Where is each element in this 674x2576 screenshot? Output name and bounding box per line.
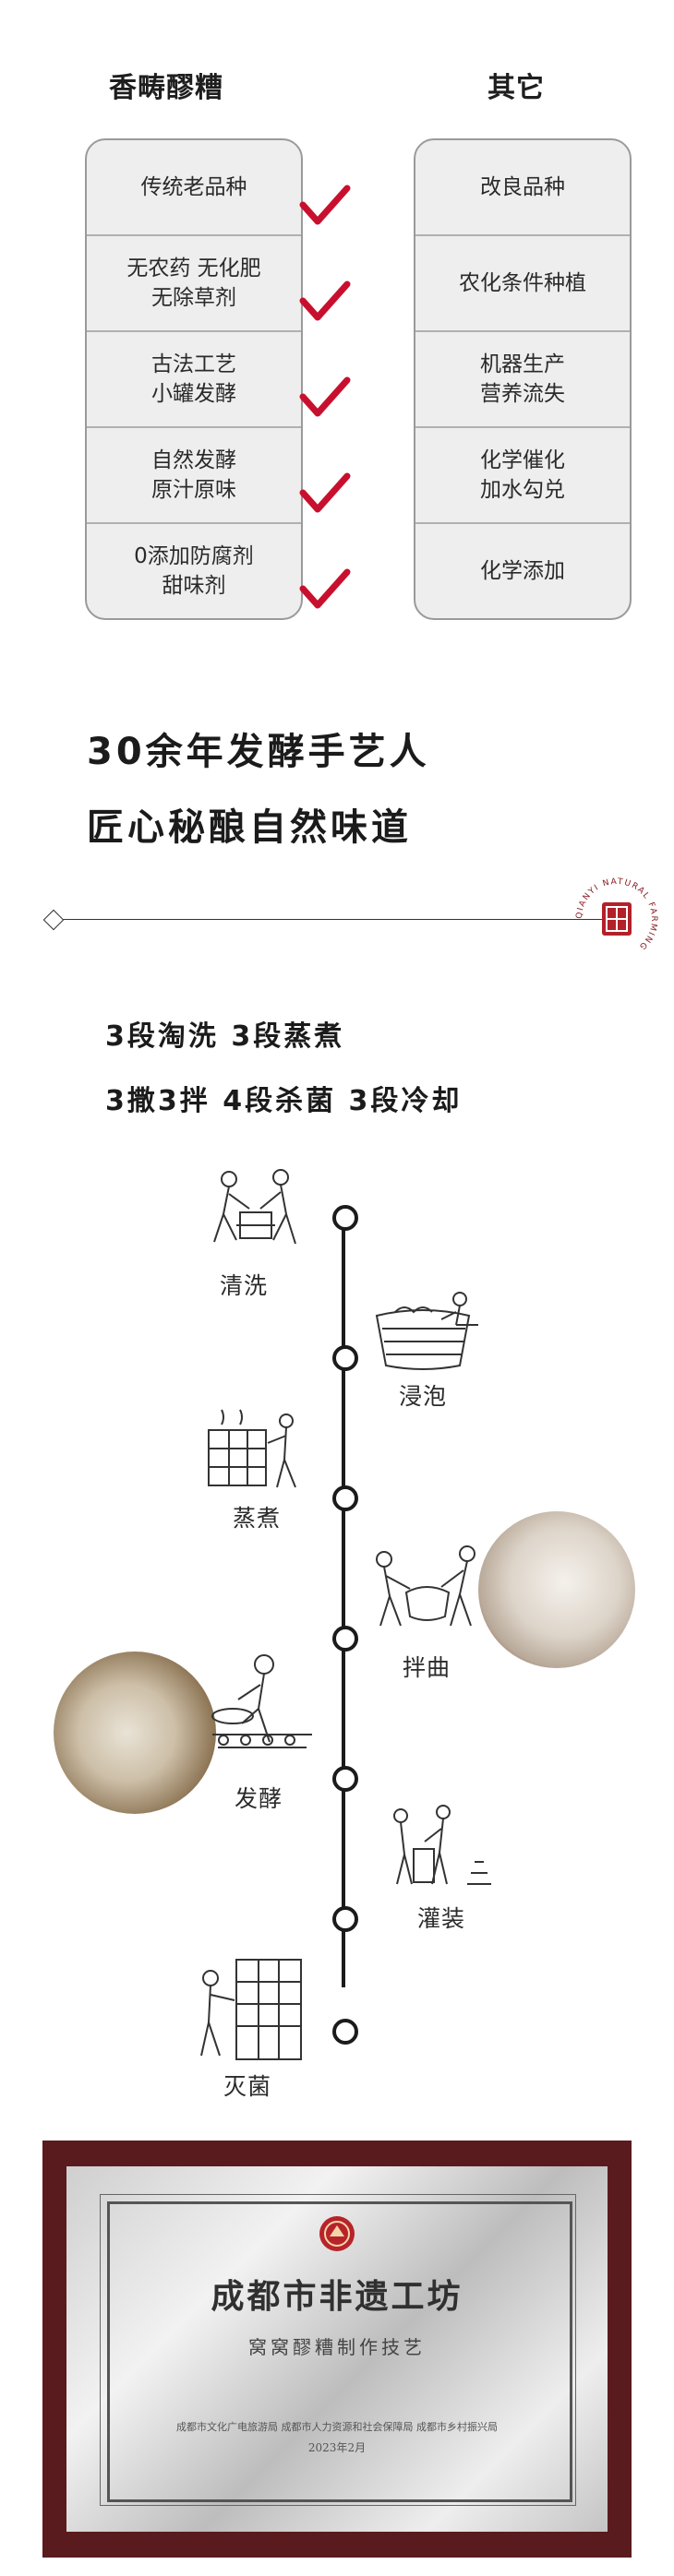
timeline-axis: [342, 1210, 345, 1987]
right-item-2: 农化条件种植: [415, 236, 630, 332]
timeline-node: [332, 1205, 358, 1231]
mixing-yeast-illustration: [376, 1545, 475, 1627]
plaque-title: 成都市非遗工坊: [211, 2277, 463, 2316]
plaque-issuers: 成都市文化广电旅游局 成都市人力资源和社会保障局 成都市乡村振兴局: [176, 2421, 498, 2433]
right-item-4: 化学催化 加水勾兑: [415, 428, 630, 524]
fermentation-illustration: [211, 1654, 312, 1748]
timeline-node: [332, 1345, 358, 1371]
step-label-wash: 清洗: [220, 1272, 269, 1299]
right-item-1: 改良品种: [415, 140, 630, 236]
timeline-node: [332, 1626, 358, 1652]
washing-illustration: [213, 1169, 296, 1245]
left-column-title: 香畴醪糟: [109, 72, 223, 104]
sterilization-illustration: [200, 1959, 302, 2060]
soaking-illustration: [375, 1292, 478, 1370]
brand-seal-icon: QIANYI NATURAL FARMING: [575, 877, 657, 952]
step-label-mix: 拌曲: [403, 1654, 451, 1681]
left-item-3: 古法工艺 小罐发酵: [87, 332, 301, 428]
slogan-line-1: 30余年发酵手艺人: [87, 731, 430, 773]
slogan-line-2: 匠心秘酿自然味道: [87, 806, 412, 849]
checkmark-icon: [299, 185, 351, 225]
checkmark-icon: [299, 472, 351, 513]
bottling-illustration: [393, 1805, 491, 1885]
plaque-date: 2023年2月: [307, 2441, 367, 2454]
step-label-ferment: 发酵: [235, 1785, 283, 1812]
timeline-node: [332, 2019, 358, 2045]
yeast-powder-photo: [478, 1511, 635, 1668]
process-line-1: 3段淘洗 3段蒸煮: [105, 1020, 345, 1053]
plaque-subtitle: 窝窝醪糟制作技艺: [248, 2336, 426, 2358]
process-line-2: 3撒3拌 4段杀菌 3段冷却: [105, 1085, 463, 1117]
divider-line: [54, 919, 609, 920]
right-item-3: 机器生产 营养流失: [415, 332, 630, 428]
checkmark-icon: [299, 376, 351, 417]
left-item-1: 传统老品种: [87, 140, 301, 236]
step-label-sterilize: 灭菌: [223, 2073, 272, 2100]
timeline-node: [332, 1485, 358, 1511]
left-comparison-box: 传统老品种 无农药 无化肥 无除草剂 古法工艺 小罐发酵 自然发酵 原汁原味 0…: [85, 138, 303, 620]
right-comparison-box: 改良品种 农化条件种植 机器生产 营养流失 化学催化 加水勾兑 化学添加: [414, 138, 632, 620]
plaque-border-outer: [100, 2194, 576, 2506]
plaque-border-inner: [107, 2201, 572, 2502]
left-item-5: 0添加防腐剂 甜味剂: [134, 544, 254, 598]
steaming-illustration: [208, 1409, 296, 1488]
timeline-node: [332, 1906, 358, 1932]
checkmark-icon: [299, 568, 351, 609]
fermentation-photo: [54, 1652, 216, 1814]
heritage-emblem-icon: [319, 2216, 355, 2251]
right-item-5: 化学添加: [480, 559, 565, 583]
left-item-2: 无农药 无化肥 无除草剂: [87, 236, 301, 332]
step-label-bottle: 灌装: [417, 1905, 466, 1932]
right-column-title: 其它: [487, 72, 545, 104]
timeline-node: [332, 1766, 358, 1792]
checkmark-icon: [299, 280, 351, 321]
step-label-steam: 蒸煮: [233, 1505, 282, 1532]
step-label-soak: 浸泡: [399, 1383, 448, 1410]
left-item-4: 自然发酵 原汁原味: [87, 428, 301, 524]
divider-dot-icon: [42, 909, 65, 931]
